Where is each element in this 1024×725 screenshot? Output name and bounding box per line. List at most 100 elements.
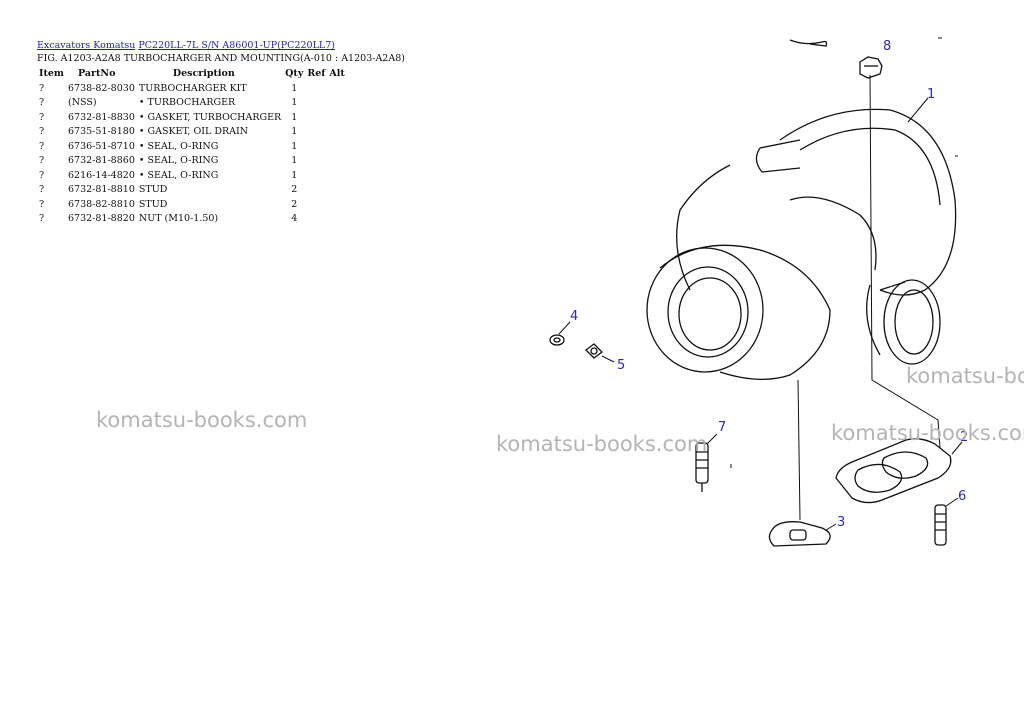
turbocharger-diagram: 1 2 3 4 5 6 7 8 [549, 37, 968, 547]
o-ring-part-4 [549, 334, 565, 346]
header-alt: Alt [329, 68, 345, 79]
header-qty: Qty [285, 68, 304, 79]
callout-6: 6 [958, 489, 966, 504]
callout-8: 8 [883, 39, 891, 54]
leader-line-5 [601, 355, 615, 363]
drawing-ticks [730, 37, 958, 468]
cell-qty: 4 [291, 213, 298, 225]
leader-line-3b [825, 523, 837, 531]
callout-5: 5 [617, 358, 625, 373]
cell-item: ? [39, 140, 45, 152]
cell-qty: 1 [291, 97, 298, 109]
compressor-housing-inner [799, 127, 941, 206]
leader-line-8 [869, 74, 941, 449]
leader-line-6 [945, 497, 959, 507]
header-item: Item [39, 68, 64, 79]
cell-qty: 2 [291, 198, 298, 210]
table-row: ? 6735-51-8180• GASKET, OIL DRAIN 1 [37, 125, 347, 140]
cell-item: ? [39, 82, 45, 94]
cell-item: ? [39, 169, 45, 181]
compressor-outlet-outer [883, 279, 941, 365]
cell-partno: 6216-14-4820 [68, 169, 135, 181]
bracket-fragment [789, 39, 828, 47]
cell-partno: 6738-82-8810 [68, 198, 135, 210]
nut-part [859, 56, 883, 79]
o-ring-part-4-hole [553, 337, 561, 343]
compressor-outlet-inner [894, 289, 934, 355]
turbine-outlet-bore [678, 277, 742, 351]
cell-qty: 1 [291, 140, 298, 152]
watermark: komatsu-books.com [496, 432, 708, 456]
cell-partno: 6738-82-8030 [68, 82, 135, 94]
callout-3: 3 [837, 515, 845, 530]
watermark: komatsu-books.com [96, 408, 308, 432]
cell-item: ? [39, 184, 45, 196]
gasket-part-3-port [789, 529, 807, 541]
turbine-outlet-inner [667, 266, 749, 358]
cell-partno: 6732-81-8860 [68, 155, 135, 167]
cell-qty: 1 [291, 169, 298, 181]
stud-part-6-threads [935, 513, 946, 531]
breadcrumb-link-category[interactable]: Excavators Komatsu [37, 40, 136, 51]
compressor-housing [779, 108, 957, 296]
cell-item: ? [39, 155, 45, 167]
leader-line-2 [951, 441, 963, 455]
cell-partno: (NSS) [68, 97, 97, 109]
cell-item: ? [39, 198, 45, 210]
cell-partno: 6736-51-8710 [68, 140, 135, 152]
cell-qty: 1 [291, 111, 298, 123]
cell-description: TURBOCHARGER KIT [138, 82, 247, 94]
stud-part-7-threads [696, 451, 708, 492]
cell-partno: 6732-81-8830 [68, 111, 135, 123]
table-row: ? 6732-81-8860• SEAL, O-RING 1 [37, 154, 347, 169]
callout-2: 2 [960, 430, 968, 445]
oil-inlet-boss [755, 139, 801, 173]
table-row: ? (NSS) • TURBOCHARGER 1 [37, 96, 347, 111]
watermark: komatsu-books.com [831, 421, 1024, 445]
cell-description: STUD [138, 184, 168, 196]
watermark: komatsu-bo [906, 364, 1024, 388]
gasket-part-2-port-left [854, 463, 903, 493]
cell-item: ? [39, 213, 45, 225]
callout-1: 1 [927, 87, 935, 102]
cell-qty: 2 [291, 184, 298, 196]
cell-description: • GASKET, TURBOCHARGER [138, 111, 282, 123]
table-row: ? 6736-51-8710• SEAL, O-RING 1 [37, 139, 347, 154]
callout-7: 7 [718, 420, 726, 435]
cell-description: NUT (M10-1.50) [138, 213, 219, 225]
cell-description: STUD [138, 198, 168, 210]
gasket-part-5-hole [590, 347, 598, 355]
parts-table: Item PartNo Description Qty Ref Alt ?673… [37, 66, 347, 226]
center-housing [676, 164, 731, 291]
table-row: ? 6216-14-4820• SEAL, O-RING 1 [37, 168, 347, 183]
cell-partno: 6732-81-8810 [68, 184, 135, 196]
cell-qty: 1 [291, 155, 298, 167]
cell-description: • SEAL, O-RING [138, 169, 219, 181]
center-housing-body [789, 196, 877, 271]
gasket-part-2 [835, 438, 952, 504]
gasket-part-2-port-right [881, 451, 929, 479]
compressor-outlet-neck [866, 281, 906, 356]
cell-item: ? [39, 126, 45, 138]
cell-description: • GASKET, OIL DRAIN [138, 126, 249, 138]
breadcrumb-link-model[interactable]: PC220LL-7L S/N A86001-UP(PC220LL7) [138, 40, 335, 51]
turbine-housing [659, 244, 831, 380]
cell-description: • SEAL, O-RING [138, 155, 219, 167]
leader-line-4 [558, 321, 571, 335]
cell-qty: 1 [291, 126, 298, 138]
cell-partno: 6735-51-8180 [68, 126, 135, 138]
cell-item: ? [39, 111, 45, 123]
turbine-outlet-outer [646, 247, 764, 373]
leader-line-3 [797, 379, 801, 521]
cell-description: • TURBOCHARGER [138, 97, 236, 109]
cell-description: • SEAL, O-RING [138, 140, 219, 152]
callout-4: 4 [570, 309, 578, 324]
gasket-part-5 [585, 343, 603, 359]
breadcrumb: Excavators Komatsu PC220LL-7L S/N A86001… [37, 40, 335, 51]
figure-title: FIG. A1203-A2A8 TURBOCHARGER AND MOUNTIN… [37, 53, 405, 64]
cell-item: ? [39, 97, 45, 109]
